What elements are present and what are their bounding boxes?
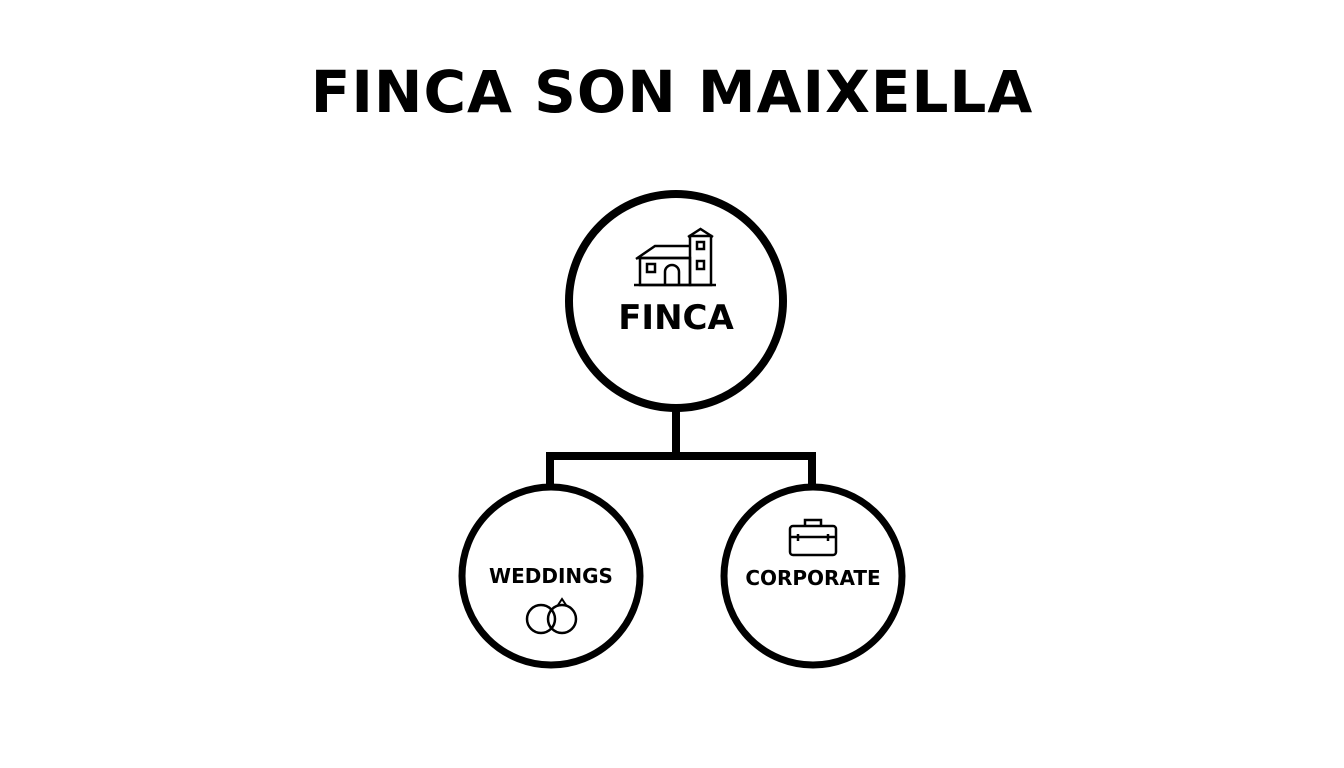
node-corporate-circle <box>720 483 906 669</box>
connector-lines <box>546 408 816 488</box>
node-weddings-label: WEDDINGS <box>489 564 613 588</box>
node-weddings: WEDDINGS <box>458 483 644 669</box>
node-weddings-circle <box>458 483 644 669</box>
node-corporate: CORPORATE <box>720 483 906 669</box>
farmhouse-icon <box>634 227 716 287</box>
page-title: FINCA SON MAIXELLA <box>310 58 1034 126</box>
connector-branch <box>546 452 816 488</box>
wedding-rings-icon <box>525 597 578 635</box>
node-corporate-label: CORPORATE <box>745 566 880 590</box>
node-finca-label: FINCA <box>618 298 734 338</box>
node-finca-circle <box>565 190 787 412</box>
node-finca: FINCA <box>565 190 787 412</box>
briefcase-icon <box>788 518 838 557</box>
